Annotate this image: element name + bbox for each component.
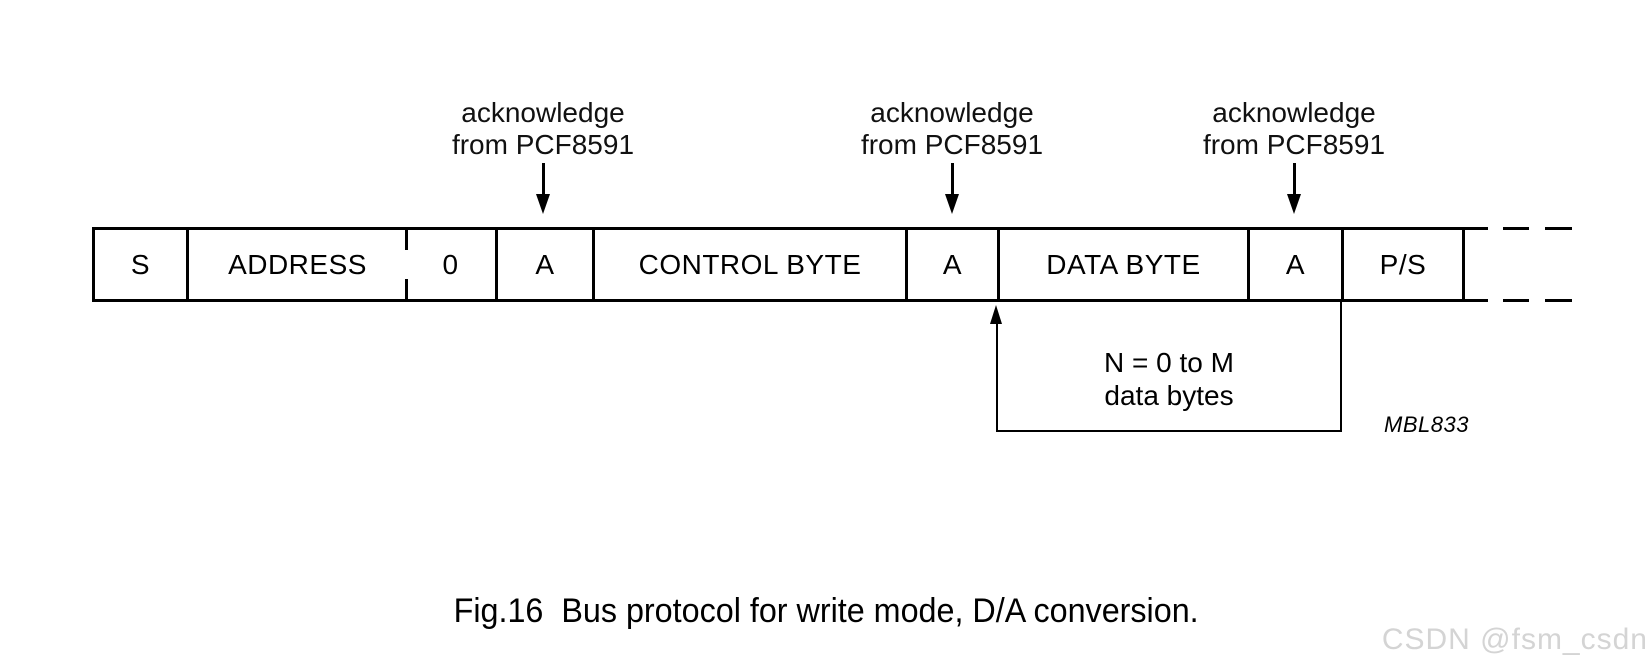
bus-cell-rw-bit: 0	[406, 230, 498, 299]
watermark: CSDN @fsm_csdn	[1381, 623, 1648, 656]
down-arrow-icon	[535, 163, 551, 215]
bus-cell-address: ADDRESS	[189, 230, 408, 299]
bar-continuation-line	[1465, 299, 1488, 302]
bracket-bottom-line	[996, 430, 1342, 432]
down-arrow-icon	[944, 163, 960, 215]
figure-caption-text: Fig.16 Bus protocol for write mode, D/A …	[453, 592, 1199, 630]
acknowledge-label-line2: from PCF8591	[1202, 129, 1386, 160]
bracket-right-stem	[1340, 302, 1342, 432]
arrow-stem	[951, 163, 954, 196]
acknowledge-label-line1: acknowledge	[1212, 97, 1376, 128]
data-bytes-note-line1: N = 0 to M	[1104, 347, 1234, 378]
bar-continuation-dash	[1545, 227, 1572, 230]
bus-cell-data-byte: DATA BYTE	[1000, 230, 1250, 299]
bar-continuation-dash	[1503, 227, 1529, 230]
acknowledge-label-line1: acknowledge	[870, 97, 1034, 128]
arrow-head	[1287, 194, 1301, 214]
bus-cell-start: S	[95, 230, 189, 299]
acknowledge-label-3: acknowledge from PCF8591	[1144, 97, 1444, 161]
arrow-stem	[542, 163, 545, 196]
arrow-stem	[1293, 163, 1296, 196]
bus-cell-control-byte: CONTROL BYTE	[595, 230, 908, 299]
arrow-head	[945, 194, 959, 214]
bar-continuation-line	[1465, 227, 1488, 230]
acknowledge-label-1: acknowledge from PCF8591	[393, 97, 693, 161]
acknowledge-label-line2: from PCF8591	[860, 129, 1044, 160]
drawing-code: MBL833	[1384, 412, 1469, 437]
down-arrow-icon	[1286, 163, 1302, 215]
bus-cell-ack-2: A	[908, 230, 1000, 299]
arrow-head	[536, 194, 550, 214]
bar-continuation-dash	[1545, 299, 1572, 302]
data-bytes-note: N = 0 to M data bytes	[1049, 346, 1289, 412]
bracket-left-stem	[996, 322, 998, 432]
bus-cell-ack-1: A	[498, 230, 595, 299]
figure-caption: Fig.16 Bus protocol for write mode, D/A …	[0, 592, 1652, 631]
bar-continuation-dash	[1503, 299, 1529, 302]
bus-protocol-bar: S ADDRESS 0 A CONTROL BYTE A DATA BYTE A…	[92, 227, 1465, 302]
acknowledge-label-line2: from PCF8591	[451, 129, 635, 160]
acknowledge-label-2: acknowledge from PCF8591	[802, 97, 1102, 161]
acknowledge-label-line1: acknowledge	[461, 97, 625, 128]
bus-cell-stop-start: P/S	[1379, 248, 1427, 280]
data-bytes-note-line2: data bytes	[1104, 380, 1234, 411]
up-arrow-icon	[990, 305, 1002, 324]
bus-cell-ack-3: A	[1250, 230, 1344, 299]
